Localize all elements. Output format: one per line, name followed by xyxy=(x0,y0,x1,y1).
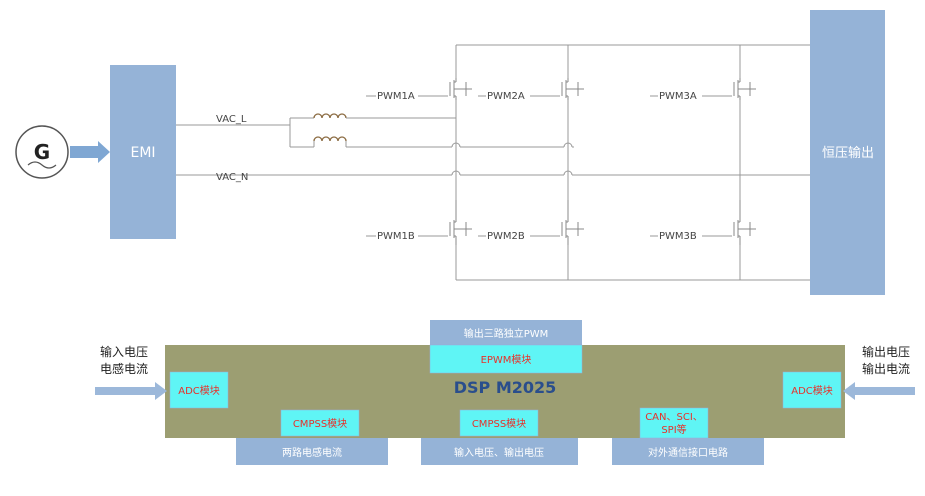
pwm2a-label: PWM2A xyxy=(487,91,525,102)
adc-module-right xyxy=(782,371,842,409)
comm-label-line2: SPI等 xyxy=(661,423,686,436)
pwm-output-label: 输出三路独立PWM xyxy=(464,327,549,340)
comm-label-line1: CAN、SCI、 xyxy=(645,412,703,423)
pwm1a-label: PWM1A xyxy=(377,91,415,102)
dsp-title: DSP M2025 xyxy=(454,378,557,397)
comm-interface-label: 对外通信接口电路 xyxy=(648,446,728,459)
output-block xyxy=(810,10,885,295)
vac-l-label: VAC_L xyxy=(216,114,247,125)
voltage-label: 输入电压、输出电压 xyxy=(454,446,544,459)
voltage-box xyxy=(421,438,578,465)
pwm-output-box xyxy=(430,320,582,345)
pwm-labels: PWM1A PWM2A PWM3A PWM1B PWM2B PWM3B xyxy=(366,91,732,242)
right-input-arrow xyxy=(843,382,915,400)
cmpss-module-1 xyxy=(280,409,360,437)
mosfets xyxy=(449,78,756,245)
emi-label: EMI xyxy=(130,145,155,161)
generator-label: G xyxy=(34,140,50,164)
comm-module xyxy=(639,407,709,439)
epwm-label: EPWM模块 xyxy=(481,354,532,366)
vac-n-wiring: VAC_N xyxy=(176,170,810,183)
vac-l-wiring: VAC_L xyxy=(176,113,574,148)
cmpss1-label: CMPSS模块 xyxy=(293,418,347,430)
left-input-line2: 电感电流 xyxy=(100,361,148,376)
inductor-current-label: 两路电感电流 xyxy=(282,446,342,459)
left-input-arrow xyxy=(95,382,167,400)
output-label: 恒压输出 xyxy=(822,145,874,161)
adc-module-left xyxy=(169,371,229,409)
pwm3b-label: PWM3B xyxy=(659,231,697,242)
epwm-module xyxy=(429,344,583,374)
adc-right-label: ADC模块 xyxy=(791,385,833,397)
vac-n-label: VAC_N xyxy=(216,172,248,183)
left-input-line1: 输入电压 xyxy=(100,344,148,359)
generator-symbol: G xyxy=(15,125,69,179)
pwm1b-label: PWM1B xyxy=(377,231,415,242)
inductor-current-box xyxy=(236,438,388,465)
comm-interface-box xyxy=(612,438,764,465)
adc-left-label: ADC模块 xyxy=(178,385,220,397)
arrow-to-emi xyxy=(70,141,110,163)
dc-rails xyxy=(455,44,810,281)
right-input-line2: 输出电流 xyxy=(862,361,910,376)
pwm2b-label: PWM2B xyxy=(487,231,525,242)
pwm3a-label: PWM3A xyxy=(659,91,697,102)
cmpss-module-2 xyxy=(459,409,539,437)
emi-block xyxy=(110,65,176,239)
cmpss2-label: CMPSS模块 xyxy=(472,418,526,430)
right-input-line1: 输出电压 xyxy=(862,344,910,359)
